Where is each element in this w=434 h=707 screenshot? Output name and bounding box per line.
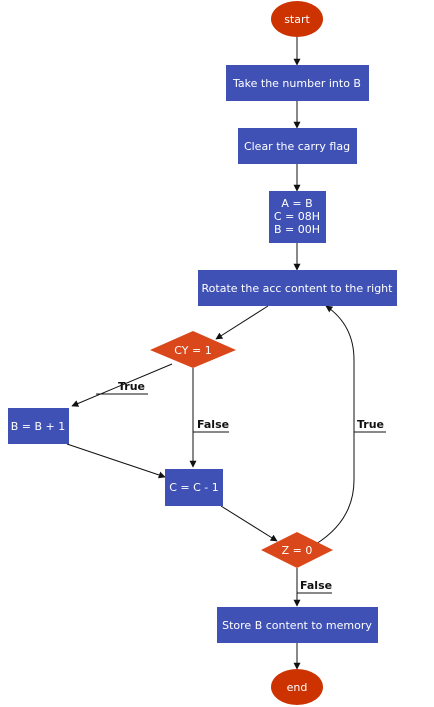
clear-carry-label: Clear the carry flag [244, 140, 350, 153]
node-z-check: Z = 0 [261, 532, 333, 568]
z-check-diamond [261, 532, 333, 568]
node-cy-check: CY = 1 [150, 331, 236, 368]
edge-rotate-to-cy [215, 305, 269, 340]
cy-check-diamond [150, 331, 236, 368]
increment-b-label: B = B + 1 [11, 420, 66, 433]
node-end: end [271, 669, 323, 705]
label-cy-true: True [118, 380, 145, 393]
node-start: start [271, 1, 323, 37]
node-store: Store B content to memory [217, 607, 378, 643]
start-terminal-shape [271, 1, 323, 37]
decrement-c-label: C = C - 1 [169, 481, 219, 494]
node-rotate: Rotate the acc content to the right [198, 270, 397, 306]
label-cy-false: False [197, 418, 229, 431]
end-terminal-shape [271, 669, 323, 705]
init-box [269, 191, 326, 243]
label-z-true: True [357, 418, 384, 431]
take-number-box [226, 65, 369, 101]
label-z-false: False [300, 579, 332, 592]
node-clear-carry: Clear the carry flag [238, 128, 357, 164]
init-line-2: C = 08H [274, 210, 320, 223]
edge-labels: True False True False [96, 380, 386, 594]
edge-incb-to-decc [66, 443, 166, 479]
node-take-number: Take the number into B [226, 65, 369, 101]
rotate-box [198, 270, 397, 306]
cy-check-label: CY = 1 [174, 344, 211, 357]
edge-decc-to-z [220, 505, 278, 542]
node-init: A = B C = 08H B = 00H [269, 191, 326, 243]
node-decrement-c: C = C - 1 [165, 469, 223, 506]
edges [66, 37, 355, 670]
edge-z-true [315, 305, 355, 545]
z-check-label: Z = 0 [282, 544, 313, 557]
edge-cy-true [71, 363, 173, 407]
init-line-3: B = 00H [274, 223, 320, 236]
increment-b-box [8, 408, 69, 444]
end-label: end [287, 681, 308, 694]
store-label: Store B content to memory [222, 619, 372, 632]
clear-carry-box [238, 128, 357, 164]
take-number-label: Take the number into B [232, 77, 361, 90]
rotate-label: Rotate the acc content to the right [202, 282, 394, 295]
init-line-1: A = B [281, 197, 312, 210]
decrement-c-box [165, 469, 223, 506]
store-box [217, 607, 378, 643]
node-increment-b: B = B + 1 [8, 408, 69, 444]
start-label: start [284, 13, 310, 26]
